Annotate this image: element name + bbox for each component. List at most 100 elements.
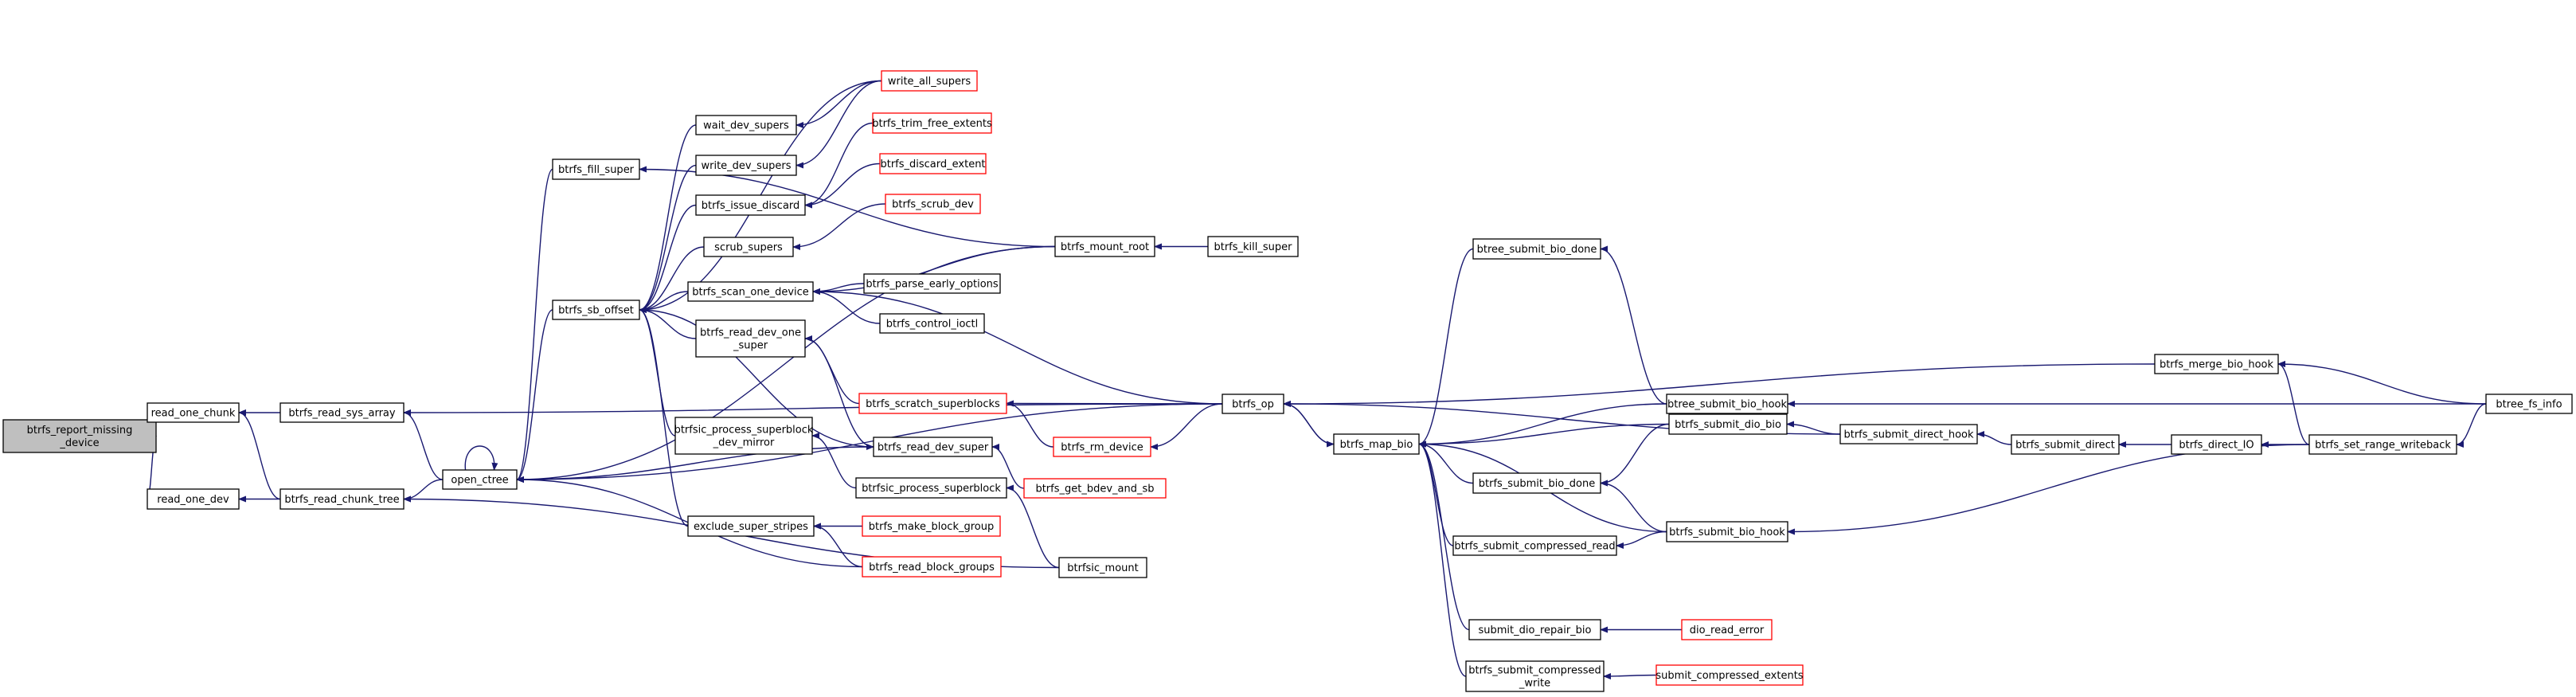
node-submit_compressed_extents[interactable]: submit_compressed_extents [1655,664,1804,686]
edge-set_range_writeback-to-submit_bio_hook [1787,444,2310,535]
node-report_missing[interactable]: btrfs_report_missing_device [2,419,157,453]
edge-get_bdev_and_sb-to-read_dev_super [991,444,1025,489]
node-submit_compressed_write[interactable]: btrfs_submit_compressed_write [1465,660,1605,692]
node-box [1053,437,1151,457]
node-rm_device[interactable]: btrfs_rm_device [1053,437,1151,457]
node-dio_read_error[interactable]: dio_read_error [1681,619,1773,640]
node-btrfsic_mount[interactable]: btrfsic_mount [1058,557,1147,578]
node-box [1666,521,1788,542]
node-label: _write [1519,678,1550,690]
node-box [1468,619,1601,640]
edge-read_dev_super-to-sb_offset [639,307,874,448]
node-box [1472,238,1601,260]
node-label: btrfs_submit_compressed [1468,665,1601,677]
node-parse_early_options[interactable]: btrfs_parse_early_options [863,273,1001,294]
edge-submit_dio_bio-to-map_bio [1418,423,1670,448]
node-box [863,273,1001,294]
node-box [862,515,1001,537]
node-submit_dio_bio[interactable]: btrfs_submit_dio_bio [1668,413,1788,435]
node-control_ioctl[interactable]: btrfs_control_ioctl [879,313,985,334]
node-label: btree_submit_bio_hook [1667,399,1788,411]
node-label: submit_dio_repair_bio [1478,625,1591,636]
node-write_all_supers[interactable]: write_all_supers [881,70,978,92]
node-label: _super [733,340,768,352]
node-kill_super[interactable]: btrfs_kill_super [1207,236,1299,257]
node-box [1023,478,1167,499]
edge-rm_device-to-scratch_superblocks [1006,400,1054,448]
node-box [695,319,806,358]
edge-scrub_supers-to-sb_offset [639,246,705,313]
node-label: btrfsic_process_superblock [674,425,814,437]
node-write_dev_supers[interactable]: write_dev_supers [695,155,797,176]
node-direct_io[interactable]: btrfs_direct_IO [2171,434,2262,455]
node-label: btrfs_direct_IO [2179,440,2254,452]
node-btrfs_op[interactable]: btrfs_op [1222,394,1284,414]
edge-open_ctree-to-read_sys_array [403,409,444,480]
node-box [872,112,992,134]
node-read_chunk_tree[interactable]: btrfs_read_chunk_tree [279,488,405,510]
node-issue_discard[interactable]: btrfs_issue_discard [695,194,806,216]
node-read_one_dev[interactable]: read_one_dev [147,488,240,510]
node-box [703,237,794,257]
node-box [2485,394,2573,414]
node-btree_submit_bio_done[interactable]: btree_submit_bio_done [1472,238,1601,260]
node-read_dev_super[interactable]: btrfs_read_dev_super [873,437,993,457]
node-get_bdev_and_sb[interactable]: btrfs_get_bdev_and_sb [1023,478,1167,499]
node-submit_direct[interactable]: btrfs_submit_direct [2011,434,2120,455]
node-set_range_writeback[interactable]: btrfs_set_range_writeback [2308,434,2457,455]
node-submit_bio_done[interactable]: btrfs_submit_bio_done [1472,472,1601,494]
node-btree_submit_bio_hook[interactable]: btree_submit_bio_hook [1666,394,1788,414]
edge-submit_direct_hook-to-submit_dio_bio [1786,421,1841,435]
node-label: btrfs_submit_direct [2015,440,2115,452]
node-box [674,417,813,455]
node-label: open_ctree [451,475,508,487]
node-box [858,393,1007,414]
node-trim_free_extents[interactable]: btrfs_trim_free_extents [872,112,992,134]
node-label: btrfs_submit_bio_hook [1669,527,1785,538]
node-box [1465,660,1605,692]
node-label: read_one_chunk [151,408,236,420]
node-wait_dev_supers[interactable]: wait_dev_supers [695,115,797,135]
node-label: btrfs_parse_early_options [866,279,999,291]
node-box [552,300,640,320]
node-box [695,194,806,216]
edge-submit_compressed_extents-to-submit_compressed_write [1603,672,1657,679]
node-label: btrfs_read_block_groups [869,562,995,574]
node-label: write_dev_supers [701,160,791,172]
node-submit_compressed_read[interactable]: btrfs_submit_compressed_read [1452,535,1617,556]
node-scrub_supers[interactable]: scrub_supers [703,237,794,257]
edge-submit_compressed_write-to-map_bio [1418,441,1467,677]
node-box [147,488,240,510]
node-btree_fs_info[interactable]: btree_fs_info [2485,394,2573,414]
node-box [881,70,978,92]
node-exclude_super_stripes[interactable]: exclude_super_stripes [687,515,815,537]
edge-write_dev_supers-to-sb_offset [639,164,697,313]
node-submit_dio_repair_bio[interactable]: submit_dio_repair_bio [1468,619,1601,640]
node-map_bio[interactable]: btrfs_map_bio [1333,433,1420,455]
edge-open_ctree-to-open_ctree [464,445,498,471]
node-label: btrfs_read_sys_array [288,408,395,420]
node-process_superblock[interactable]: btrfsic_process_superblock [855,477,1007,499]
node-scan_one_device[interactable]: btrfs_scan_one_device [687,281,814,302]
node-read_sys_array[interactable]: btrfs_read_sys_array [279,402,405,423]
node-label: btree_submit_bio_done [1477,244,1597,256]
node-read_block_groups[interactable]: btrfs_read_block_groups [862,556,1002,578]
node-check_sb_mirror[interactable]: btrfsic_process_superblock_dev_mirror [674,417,814,455]
node-sb_offset[interactable]: btrfs_sb_offset [552,300,640,320]
node-fill_super[interactable]: btrfs_fill_super [552,159,640,180]
node-open_ctree[interactable]: open_ctree [442,469,518,490]
node-submit_bio_hook[interactable]: btrfs_submit_bio_hook [1666,521,1788,542]
node-submit_direct_hook[interactable]: btrfs_submit_direct_hook [1839,424,1978,444]
node-discard_extent[interactable]: btrfs_discard_extent [879,153,987,174]
node-label: btrfsic_mount [1067,562,1139,574]
node-merge_bio_hook[interactable]: btrfs_merge_bio_hook [2154,354,2279,374]
node-make_block_group[interactable]: btrfs_make_block_group [862,515,1001,537]
node-label: _dev_mirror [713,437,775,449]
node-scrub_dev[interactable]: btrfs_scrub_dev [885,194,981,214]
node-read_dev_one_super[interactable]: btrfs_read_dev_one_super [695,319,806,358]
node-read_one_chunk[interactable]: read_one_chunk [147,402,240,423]
node-mount_root[interactable]: btrfs_mount_root [1054,236,1155,257]
node-scratch_superblocks[interactable]: btrfs_scratch_superblocks [858,393,1007,414]
node-label: btrfs_make_block_group [869,521,995,533]
